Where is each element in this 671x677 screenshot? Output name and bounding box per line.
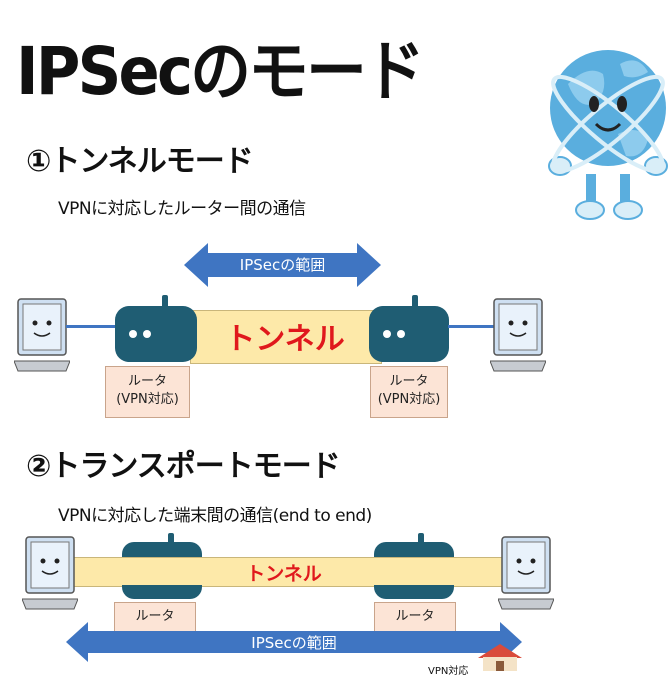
right-router-label-line2: (VPN対応) xyxy=(377,392,441,407)
right-router-label: ルータ (VPN対応) xyxy=(370,366,448,418)
transport-right-router-bottom xyxy=(374,585,454,599)
left-cable xyxy=(66,325,118,328)
left-router-label-line2: (VPN対応) xyxy=(116,392,179,407)
partial-vpn-label: VPN対応 xyxy=(428,666,469,677)
right-router-label-line1: ルータ xyxy=(389,374,429,389)
tunnel-label: トンネル xyxy=(225,322,345,357)
left-router-antenna xyxy=(162,295,168,309)
tunnel-mode-description: VPNに対応したルーター間の通信 xyxy=(58,199,306,219)
transport-left-computer-icon xyxy=(21,535,79,615)
transport-left-router-bottom xyxy=(122,585,202,599)
transport-ipsec-scope-label: IPSecの範囲 xyxy=(251,634,337,652)
transport-tunnel-bar xyxy=(66,557,504,587)
transport-mode-description: VPNに対応した端末間の通信(end to end) xyxy=(58,506,372,526)
transport-right-router-top xyxy=(374,542,454,557)
ipsec-scope-arrow xyxy=(184,243,381,287)
left-computer-icon xyxy=(13,297,71,377)
house-icon xyxy=(474,644,526,671)
right-cable xyxy=(448,325,494,328)
transport-right-router-antenna xyxy=(418,533,424,545)
left-router-label-line1: ルータ xyxy=(127,374,167,389)
transport-mode-heading: ②トランスポートモード xyxy=(26,449,341,484)
tunnel-mode-heading: ①トンネルモード xyxy=(26,144,254,179)
right-router xyxy=(369,306,449,362)
tunnel-bar xyxy=(190,310,382,364)
transport-left-router-top xyxy=(122,542,202,557)
transport-left-router-antenna xyxy=(168,533,174,545)
globe-mascot-illustration xyxy=(548,24,668,234)
transport-right-computer-icon xyxy=(497,535,555,615)
left-router xyxy=(115,306,197,362)
ipsec-scope-label: IPSecの範囲 xyxy=(239,256,326,274)
transport-tunnel-label: トンネル xyxy=(246,563,322,585)
transport-right-router-label: ルータ xyxy=(374,602,456,632)
right-computer-icon xyxy=(489,297,547,377)
transport-ipsec-scope-arrow xyxy=(66,622,522,662)
left-router-label: ルータ (VPN対応) xyxy=(105,366,190,418)
right-router-antenna xyxy=(412,295,418,309)
page-title: IPSecのモード xyxy=(16,33,425,110)
